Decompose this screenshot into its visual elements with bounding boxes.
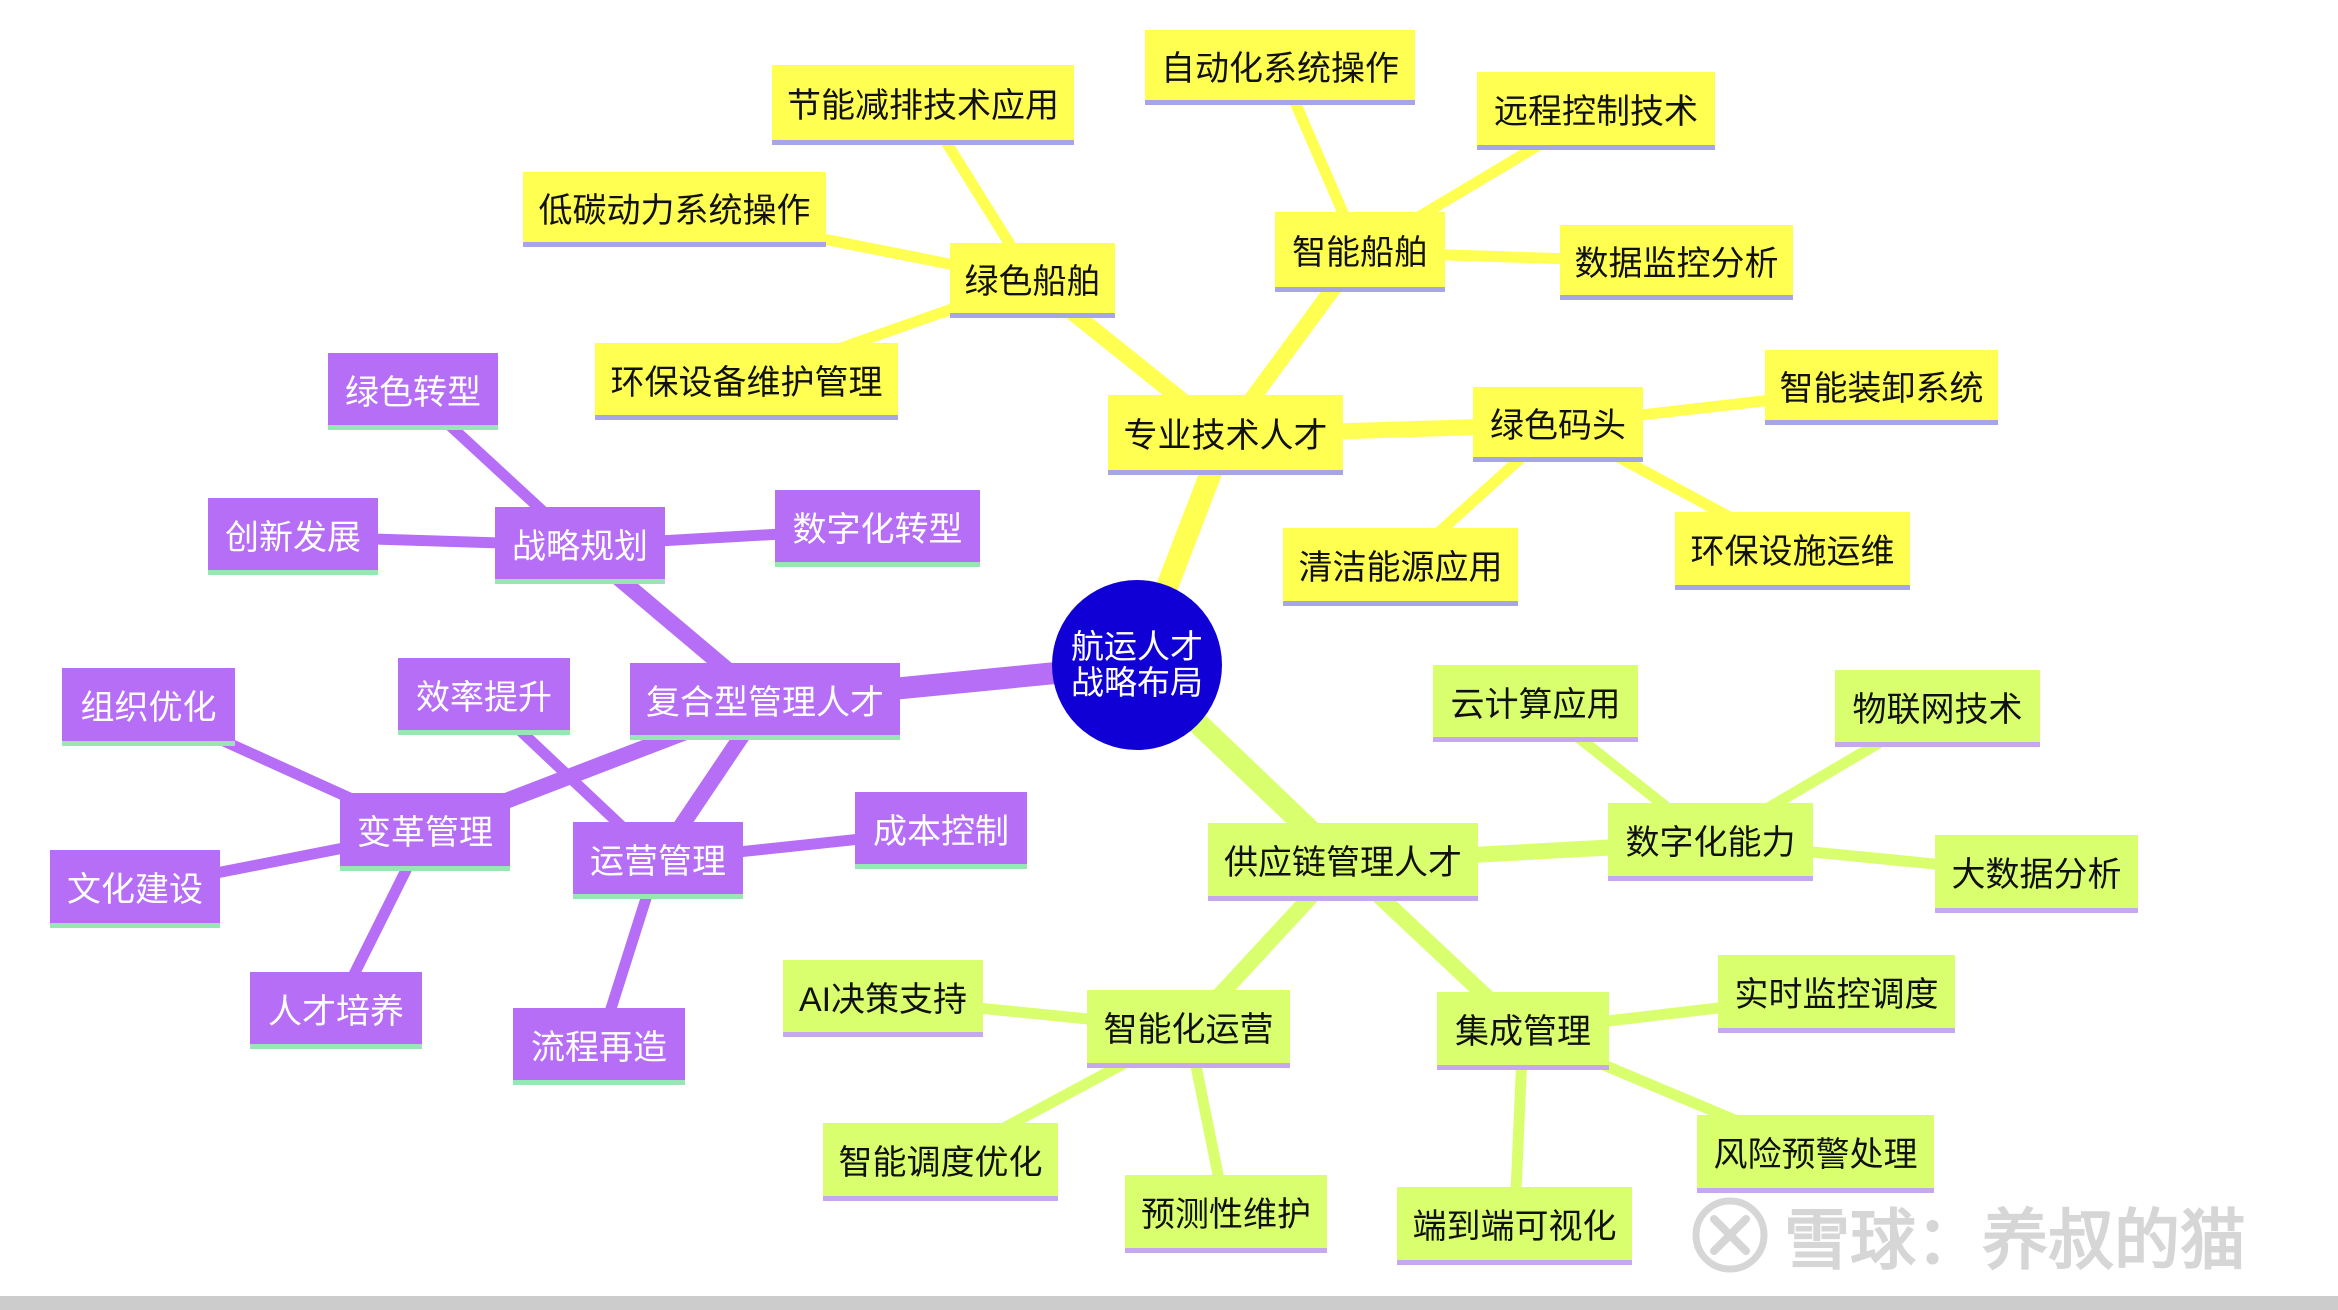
bottom-scroll-strip bbox=[0, 1296, 2338, 1310]
leaf-iot[interactable]: 物联网技术 bbox=[1835, 670, 2040, 747]
branch-supply-chain-talent[interactable]: 供应链管理人才 bbox=[1208, 823, 1478, 901]
leaf-process-reengineering[interactable]: 流程再造 bbox=[513, 1008, 685, 1085]
node-green-port[interactable]: 绿色码头 bbox=[1473, 387, 1643, 462]
leaf-innovation[interactable]: 创新发展 bbox=[208, 498, 378, 575]
watermark: 雪球：养叔的猫 bbox=[1690, 1190, 2246, 1280]
node-smart-ship[interactable]: 智能船舶 bbox=[1275, 212, 1445, 292]
leaf-energy-saving[interactable]: 节能减排技术应用 bbox=[772, 65, 1074, 145]
leaf-realtime-monitoring[interactable]: 实时监控调度 bbox=[1718, 955, 1955, 1033]
leaf-cost-control[interactable]: 成本控制 bbox=[855, 792, 1027, 869]
leaf-risk-warning[interactable]: 风险预警处理 bbox=[1697, 1115, 1934, 1193]
leaf-end-to-end-visibility[interactable]: 端到端可视化 bbox=[1397, 1187, 1632, 1265]
node-smart-operations[interactable]: 智能化运营 bbox=[1087, 990, 1290, 1068]
root-label-line2: 战略布局 bbox=[1071, 664, 1203, 701]
node-digital-capability[interactable]: 数字化能力 bbox=[1608, 803, 1813, 881]
leaf-talent-development[interactable]: 人才培养 bbox=[250, 972, 422, 1049]
leaf-green-transformation[interactable]: 绿色转型 bbox=[328, 353, 498, 430]
leaf-big-data[interactable]: 大数据分析 bbox=[1935, 835, 2138, 913]
leaf-remote-control[interactable]: 远程控制技术 bbox=[1477, 72, 1715, 150]
snowball-logo-icon bbox=[1692, 1197, 1768, 1273]
root-node[interactable]: 航运人才 战略布局 bbox=[1052, 580, 1222, 750]
leaf-data-monitoring[interactable]: 数据监控分析 bbox=[1560, 225, 1793, 300]
leaf-eco-facilities[interactable]: 环保设施运维 bbox=[1675, 512, 1910, 590]
leaf-ai-decision[interactable]: AI决策支持 bbox=[783, 960, 983, 1037]
node-change-management[interactable]: 变革管理 bbox=[340, 793, 510, 871]
node-operations[interactable]: 运营管理 bbox=[573, 822, 743, 899]
node-green-ship[interactable]: 绿色船舶 bbox=[950, 243, 1115, 318]
leaf-digital-transformation[interactable]: 数字化转型 bbox=[775, 490, 980, 567]
leaf-automation[interactable]: 自动化系统操作 bbox=[1145, 30, 1415, 105]
branch-management-talent[interactable]: 复合型管理人才 bbox=[630, 663, 900, 740]
branch-tech-talent[interactable]: 专业技术人才 bbox=[1108, 395, 1343, 475]
leaf-smart-loading[interactable]: 智能装卸系统 bbox=[1765, 350, 1998, 425]
leaf-predictive-maintenance[interactable]: 预测性维护 bbox=[1125, 1175, 1327, 1253]
node-integrated-management[interactable]: 集成管理 bbox=[1437, 992, 1609, 1070]
leaf-cloud-computing[interactable]: 云计算应用 bbox=[1433, 665, 1638, 742]
leaf-org-optimization[interactable]: 组织优化 bbox=[62, 668, 235, 746]
node-strategy[interactable]: 战略规划 bbox=[495, 507, 665, 584]
leaf-efficiency[interactable]: 效率提升 bbox=[398, 658, 570, 735]
leaf-low-carbon-power[interactable]: 低碳动力系统操作 bbox=[523, 172, 826, 247]
leaf-clean-energy[interactable]: 清洁能源应用 bbox=[1283, 528, 1518, 606]
leaf-smart-scheduling[interactable]: 智能调度优化 bbox=[823, 1123, 1058, 1201]
watermark-text: 雪球：养叔的猫 bbox=[1784, 1203, 2246, 1277]
leaf-eco-equipment[interactable]: 环保设备维护管理 bbox=[595, 343, 898, 420]
leaf-culture-building[interactable]: 文化建设 bbox=[50, 850, 220, 928]
root-label-line1: 航运人才 bbox=[1071, 628, 1203, 665]
